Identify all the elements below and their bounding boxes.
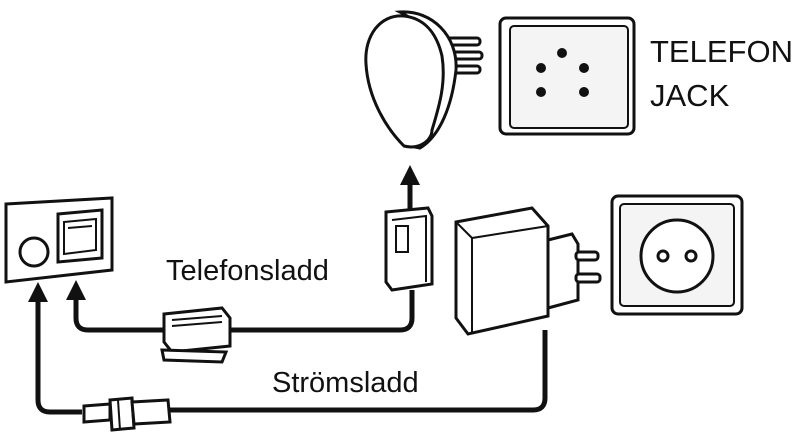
stromsladd-cable [170,330,548,413]
phone-plug-adapter-icon [364,10,484,150]
phone-plug-to-device-arrow [66,280,170,333]
device-panel-icon [4,196,114,284]
telefonsladd-label: Telefonsladd [166,255,329,287]
power-adapter-icon [454,206,602,336]
stromsladd-label: Strömsladd [272,367,419,399]
modular-plug-icon [160,306,232,364]
power-outlet-icon [610,194,744,316]
phone-wall-socket-icon [498,16,636,136]
dc-plug-to-device-arrow [28,282,82,415]
telefon-jack-label-line1: TELEFON [650,34,793,69]
telefon-jack-label-line2: JACK [650,78,730,113]
telefonsladd-cable [228,290,415,333]
line-filter-icon [384,206,434,292]
dc-barrel-plug-icon [82,396,172,432]
